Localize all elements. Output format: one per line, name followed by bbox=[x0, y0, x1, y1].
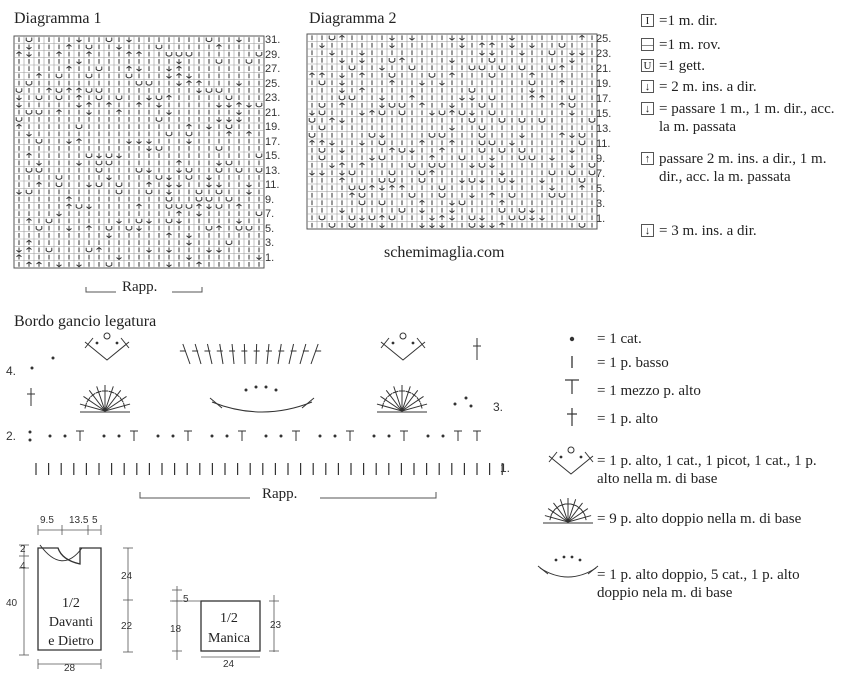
border-row-2: 2. bbox=[6, 429, 17, 443]
knit-legend-symbol-icon: ↓ bbox=[641, 102, 654, 115]
dim-28: 28 bbox=[64, 663, 76, 674]
dim-5: 5 bbox=[92, 515, 98, 526]
diagram2-row-number: 23. bbox=[596, 48, 612, 60]
crochet-legend-text: = 1 p. basso bbox=[597, 355, 669, 371]
sleeve-label: 1/2 Manica bbox=[208, 611, 250, 646]
diagram2-grid bbox=[306, 33, 598, 230]
dim-40: 40 bbox=[6, 598, 18, 609]
schematic-drawing bbox=[19, 525, 279, 669]
diagram1-row-number: 29. bbox=[265, 48, 281, 61]
sleeve-dim-18: 18 bbox=[170, 624, 182, 635]
knit-legend-symbol-icon: I bbox=[641, 14, 654, 27]
diagram1-row-number: 3. bbox=[265, 237, 275, 249]
crochet-legend-icons bbox=[537, 336, 599, 578]
diagram1-row-number: 13. bbox=[265, 164, 281, 177]
diagram2-row-number: 15. bbox=[596, 108, 612, 120]
sleeve-dim-5: 5 bbox=[183, 594, 189, 605]
knit-legend-symbol-icon: ↓ bbox=[641, 80, 654, 93]
diagram2-row-number: 17. bbox=[596, 93, 612, 105]
sleeve-dim-23: 23 bbox=[270, 620, 282, 631]
diagram2-row-number: 25. bbox=[596, 33, 612, 45]
border-row-1: 1. bbox=[500, 461, 511, 475]
diagram1-row-number: 27. bbox=[265, 63, 281, 75]
dim-22: 22 bbox=[121, 621, 133, 632]
dim-4: 4 bbox=[20, 561, 26, 572]
knit-legend-text: = 3 m. ins. a dir. bbox=[659, 223, 757, 239]
diagram1-row-number: 31. bbox=[265, 34, 281, 46]
crochet-legend-text: = 9 p. alto doppio nella m. di base bbox=[597, 511, 802, 527]
crochet-legend-text: = 1 p. alto doppio, 5 cat., 1 p. alto do… bbox=[597, 567, 800, 601]
diagram1-row-number: 25. bbox=[265, 77, 281, 90]
watermark: schemimaglia.com bbox=[384, 244, 505, 261]
dim-13-5: 13.5 bbox=[69, 515, 89, 526]
diagram2-title: Diagramma 2 bbox=[309, 10, 397, 27]
diagram2-row-number: 19. bbox=[596, 78, 612, 90]
knit-legend-text: =1 gett. bbox=[659, 58, 705, 74]
diagram2-row-number: 21. bbox=[596, 63, 612, 75]
diagram1-row-number: 11. bbox=[265, 179, 280, 191]
knit-legend-symbol-icon: U bbox=[641, 59, 654, 72]
diagram1-grid bbox=[13, 35, 265, 293]
knit-legend-symbol-icon: — bbox=[641, 38, 654, 51]
diagram2-row-number: 7. bbox=[596, 168, 606, 180]
knit-legend-symbol-icon: ↓ bbox=[641, 224, 654, 237]
crochet-legend-text: = 1 p. alto bbox=[597, 411, 658, 427]
crochet-legend-text: = 1 mezzo p. alto bbox=[597, 383, 701, 399]
sleeve-dim-24: 24 bbox=[223, 659, 235, 670]
diagram1-row-number: 7. bbox=[265, 208, 275, 220]
dim-2: 2 bbox=[20, 544, 26, 555]
diagram1-title: Diagramma 1 bbox=[14, 10, 102, 27]
diagram1-row-number: 15. bbox=[265, 150, 281, 162]
diagram2-row-number: 9. bbox=[596, 153, 606, 165]
dim-9-5: 9.5 bbox=[40, 515, 54, 526]
diagram2-row-number: 5. bbox=[596, 183, 606, 195]
knit-legend-text: =1 m. rov. bbox=[659, 37, 721, 53]
diagram2-row-number: 13. bbox=[596, 123, 612, 135]
crochet-legend-text: = 1 cat. bbox=[597, 331, 642, 347]
dim-24: 24 bbox=[121, 571, 133, 582]
border-chart bbox=[27, 332, 503, 499]
knit-legend-symbol-icon: ↑ bbox=[641, 152, 654, 165]
diagram2-row-number: 11. bbox=[596, 138, 611, 150]
diagram2-row-number: 3. bbox=[596, 198, 606, 210]
border-title: Bordo gancio legatura bbox=[14, 313, 157, 330]
border-repeat-label: Rapp. bbox=[262, 486, 298, 502]
diagram1-row-number: 9. bbox=[265, 193, 275, 206]
diagram2-row-number: 1. bbox=[596, 213, 606, 225]
crochet-legend-text: = 1 p. alto, 1 cat., 1 picot, 1 cat., 1 … bbox=[597, 453, 817, 487]
knit-legend-text: =1 m. dir. bbox=[659, 13, 718, 29]
knit-legend-text: passare 2 m. ins. a dir., 1 m. dir., acc… bbox=[659, 151, 827, 185]
knit-legend-text: = 2 m. ins. a dir. bbox=[659, 79, 757, 95]
knit-legend-text: = passare 1 m., 1 m. dir., acc. la m. pa… bbox=[659, 101, 835, 135]
diagram1-row-number: 21. bbox=[265, 106, 281, 119]
diagram1-row-number: 1. bbox=[265, 251, 275, 264]
diagram1-row-number: 19. bbox=[265, 121, 281, 133]
diagram1-repeat-label: Rapp. bbox=[122, 279, 158, 295]
border-row-4: 4. bbox=[6, 364, 17, 378]
diagram1-row-number: 17. bbox=[265, 135, 281, 148]
front-back-label: 1/2 Davanti e Dietro bbox=[48, 596, 94, 649]
diagram1-row-number: 23. bbox=[265, 92, 281, 104]
border-row-3: 3. bbox=[493, 400, 504, 414]
diagram1-row-number: 5. bbox=[265, 222, 275, 235]
